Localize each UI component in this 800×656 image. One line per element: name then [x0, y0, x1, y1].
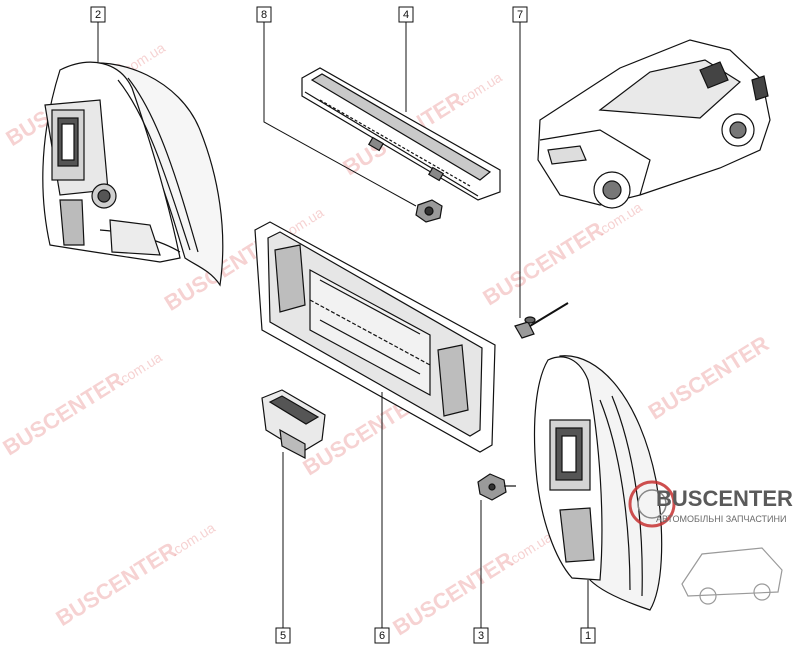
- watermark-domain: .com.ua: [167, 519, 218, 559]
- lamp-holder: [477, 473, 516, 501]
- callout-number: 5: [280, 630, 286, 642]
- upper-grille: [301, 67, 501, 201]
- callout-1: 1: [580, 627, 596, 644]
- callout-number: 8: [261, 9, 267, 21]
- leader-lines: [97, 22, 589, 628]
- callout-7: 7: [512, 6, 528, 23]
- callout-number: 2: [95, 9, 101, 21]
- logo-emblem: [628, 480, 783, 605]
- callout-8: 8: [256, 6, 272, 23]
- watermark-domain: .com.ua: [454, 69, 505, 109]
- callout-3: 3: [473, 627, 489, 644]
- watermark-domain: .com.ua: [114, 349, 165, 389]
- left-tail-lamp: [42, 61, 224, 287]
- car-overview-illustration: [537, 39, 771, 209]
- watermark-brand: BUSCENTER: [644, 331, 773, 425]
- callout-2: 2: [90, 6, 106, 23]
- logo-name: BUSCENTER: [656, 486, 793, 511]
- callout-number: 4: [403, 9, 409, 21]
- callout-6: 6: [374, 627, 390, 644]
- watermark-domain: .com.ua: [504, 529, 555, 569]
- callout-5: 5: [275, 627, 291, 644]
- buscenter-logo: BUSCENTER АВТОМОБІЛЬНІ ЗАПЧАСТИНИ: [622, 474, 793, 624]
- number-plate-light: [261, 389, 326, 459]
- callout-number: 7: [517, 9, 523, 21]
- right-tail-lamp: [533, 355, 663, 611]
- watermark-brand: BUSCENTER: [388, 547, 517, 641]
- screw: [514, 302, 569, 339]
- number-plate-panel: [254, 221, 496, 453]
- watermark-brand: BUSCENTER: [51, 537, 180, 631]
- clip-nut: [415, 199, 443, 223]
- watermark-brand: BUSCENTER: [0, 367, 128, 461]
- callout-number: 3: [478, 630, 484, 642]
- callout-number: 6: [379, 630, 385, 642]
- callout-number: 1: [585, 630, 591, 642]
- watermark-brand: BUSCENTER: [478, 217, 607, 311]
- callout-4: 4: [398, 6, 414, 23]
- logo-tagline: АВТОМОБІЛЬНІ ЗАПЧАСТИНИ: [656, 514, 787, 524]
